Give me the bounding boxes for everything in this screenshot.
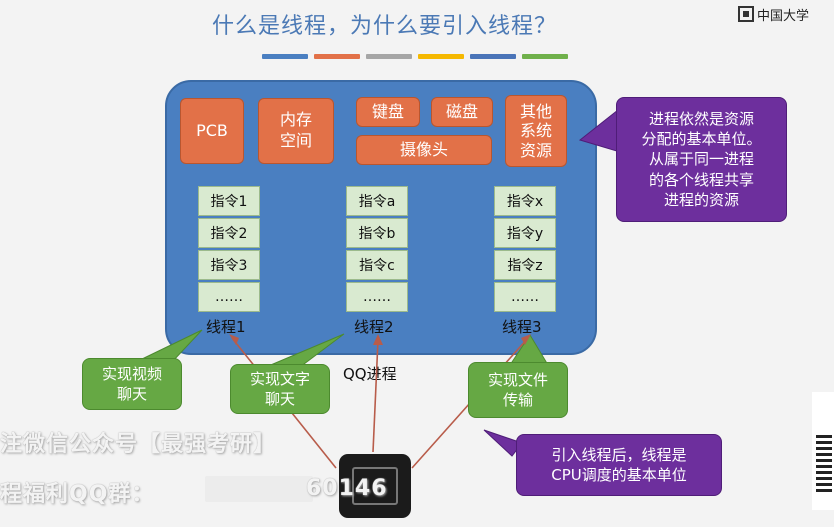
qq-process-label: QQ进程	[343, 365, 397, 383]
watermark-line-1: 注微信公众号【最强考研】	[0, 432, 277, 457]
instruction-cell: 指令1	[198, 186, 260, 216]
text-chat-callout: 实现文字 聊天	[230, 364, 330, 414]
instruction-cell: ……	[494, 282, 556, 312]
thread-2-label: 线程2	[354, 318, 394, 336]
instruction-cell: 指令b	[346, 218, 408, 248]
logo-icon	[738, 6, 754, 22]
cpu-chip-core	[352, 467, 398, 505]
camera-box: 摄像头	[356, 135, 492, 165]
instruction-cell: 指令3	[198, 250, 260, 280]
memory-box: 内存 空间	[258, 98, 334, 164]
thread-3-label: 线程3	[502, 318, 542, 336]
title-bar	[470, 54, 516, 59]
disk-box: 磁盘	[431, 97, 493, 127]
resource-unit-callout: 进程依然是资源 分配的基本单位。 从属于同一进程 的各个线程共享 进程的资源	[616, 97, 787, 222]
instruction-cell: 指令2	[198, 218, 260, 248]
thread-3-stack: 指令x 指令y 指令z ……	[494, 186, 556, 314]
cpu-arrow-thread2	[372, 339, 379, 453]
other-resources-box: 其他 系统 资源	[505, 95, 567, 167]
arrow-head	[521, 334, 531, 345]
title-bar	[314, 54, 360, 59]
watermark-qq-number: 60146	[306, 476, 388, 501]
title-bar	[418, 54, 464, 59]
watermark-line-2: 程福利QQ群：	[0, 482, 155, 507]
thread-2-stack: 指令a 指令b 指令c ……	[346, 186, 408, 314]
title-color-bars	[262, 54, 568, 59]
slide-title: 什么是线程，为什么要引入线程？	[212, 14, 558, 39]
thread-1-label: 线程1	[206, 318, 246, 336]
university-logo: 中国大学	[738, 2, 834, 26]
pcb-box: PCB	[180, 98, 244, 164]
instruction-cell: 指令z	[494, 250, 556, 280]
text-chat-pointer	[265, 333, 345, 368]
keyboard-box: 键盘	[356, 97, 420, 127]
watermark-redaction	[205, 476, 313, 502]
instruction-cell: ……	[346, 282, 408, 312]
video-chat-callout: 实现视频 聊天	[82, 358, 182, 410]
instruction-cell: 指令a	[346, 186, 408, 216]
instruction-cell: 指令y	[494, 218, 556, 248]
logo-text: 中国大学	[757, 8, 810, 24]
file-transfer-callout: 实现文件 传输	[468, 362, 568, 418]
arrow-head	[229, 334, 239, 345]
instruction-cell: ……	[198, 282, 260, 312]
title-bar	[522, 54, 568, 59]
scheduling-unit-callout: 引入线程后，线程是 CPU调度的基本单位	[516, 434, 722, 496]
title-bar	[262, 54, 308, 59]
qr-code-fragment	[816, 432, 832, 492]
file-transfer-pointer	[509, 334, 549, 366]
thread-1-stack: 指令1 指令2 指令3 ……	[198, 186, 260, 314]
cpu-chip-icon	[339, 454, 411, 518]
arrow-head	[373, 334, 383, 345]
resource-callout-pointer	[578, 109, 621, 153]
instruction-cell: 指令c	[346, 250, 408, 280]
title-bar	[366, 54, 412, 59]
instruction-cell: 指令x	[494, 186, 556, 216]
